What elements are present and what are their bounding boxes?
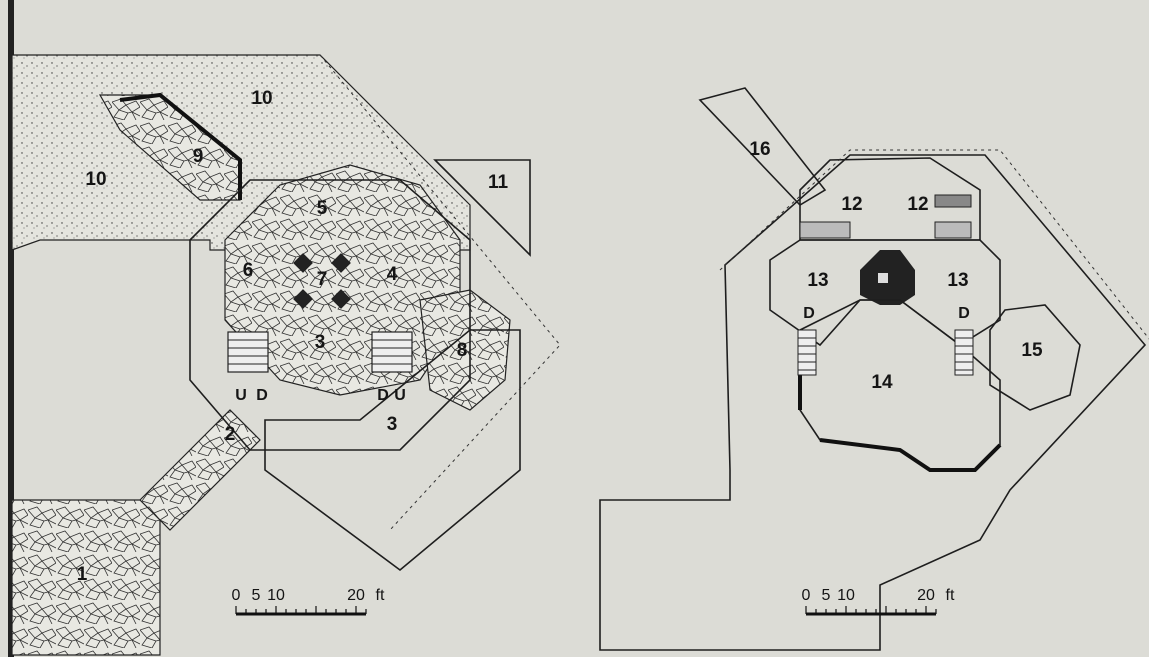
column-se (331, 289, 351, 309)
scale-unit: ft (946, 587, 955, 604)
stair-mark-u: U (235, 387, 247, 404)
stair-12-upper (934, 194, 972, 208)
room-number-10: 10 (85, 169, 106, 190)
room-number-2: 2 (225, 424, 236, 445)
scale-label-5: 5 (822, 587, 831, 604)
room-number-10: 10 (251, 88, 272, 109)
outer-octagon-wall (189, 179, 471, 451)
central-core-opening (878, 273, 888, 283)
wall-9 (119, 92, 242, 200)
room-number-3: 3 (315, 332, 326, 353)
room-number-13: 13 (807, 270, 828, 291)
column-ne (331, 253, 351, 273)
room-number-9: 9 (193, 146, 204, 167)
stair-right (371, 331, 413, 373)
room-number-4: 4 (387, 264, 398, 285)
path-2 (139, 409, 261, 531)
column-nw (293, 253, 313, 273)
scale-label-10: 10 (267, 587, 285, 604)
stair-mark-u: U (394, 387, 406, 404)
scale-unit: ft (376, 587, 385, 604)
room-14-south-wall (819, 438, 1002, 472)
room-number-15: 15 (1021, 340, 1043, 361)
room-number-11: 11 (488, 172, 509, 193)
room-number-6: 6 (243, 260, 254, 281)
column-sw (293, 289, 313, 309)
stair-12-right (934, 221, 972, 239)
scale-label-20: 20 (917, 587, 935, 604)
lower-terrace-outline (264, 329, 521, 572)
scale-label-0: 0 (232, 587, 241, 604)
room-15-outline (989, 304, 1081, 411)
stair-mark-d: D (256, 387, 268, 404)
room-number-12: 12 (841, 194, 862, 215)
upper-dashed-boundary (719, 149, 1149, 340)
room-number-7: 7 (317, 269, 328, 290)
room-number-12: 12 (907, 194, 928, 215)
stair-mark-d: D (958, 305, 970, 322)
stair-d-left (797, 329, 817, 376)
stair-left (227, 331, 269, 373)
room-number-1: 1 (77, 564, 88, 585)
stair-d-right (954, 329, 974, 376)
room-16-outline (698, 87, 827, 207)
room-number-14: 14 (871, 372, 893, 393)
room-11-triangle (433, 159, 531, 257)
room-14-outline (799, 299, 1001, 471)
room-number-16: 16 (749, 139, 770, 160)
upper-outer-outline (599, 154, 1147, 651)
stair-mark-d: D (377, 387, 389, 404)
left-border-wall (8, 0, 14, 657)
scale-label-0: 0 (802, 587, 811, 604)
stair-mark-d: D (803, 305, 815, 322)
scale-label-20: 20 (347, 587, 365, 604)
scale-label-5: 5 (252, 587, 261, 604)
court-1 (11, 499, 161, 656)
room-number-3: 3 (387, 414, 398, 435)
stair-12-left (799, 221, 851, 239)
room-number-5: 5 (317, 198, 328, 219)
scale-label-10: 10 (837, 587, 855, 604)
room-number-13: 13 (947, 270, 968, 291)
room-number-8: 8 (457, 340, 468, 361)
